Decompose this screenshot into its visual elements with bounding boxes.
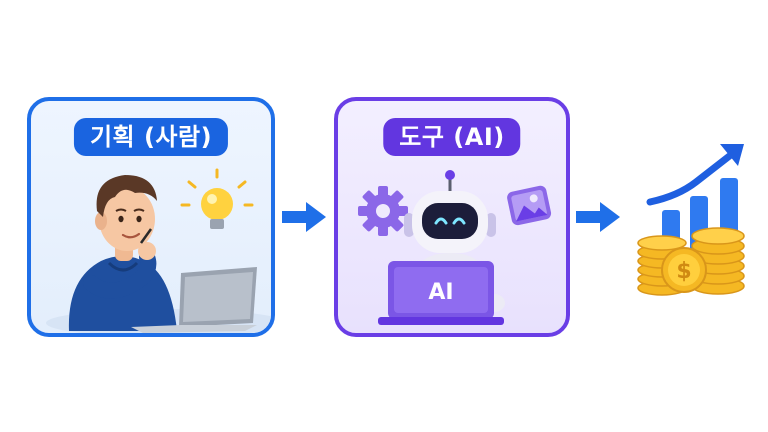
plan-panel-title: 기획 (사람) [73,118,229,156]
laptop-icon [131,267,257,333]
image-icon [507,185,552,226]
person-icon [46,168,271,333]
plan-panel: 기획 (사람) [27,97,275,337]
gear-icon [358,186,408,236]
lightbulb-icon [180,168,254,229]
arrow-right-icon [282,202,326,232]
tool-panel: AI 도구 (AI) [334,97,570,337]
growth-result: $ [637,144,745,296]
laptop-icon: AI [378,261,504,325]
coin-stack-icon: $ [637,227,745,296]
tool-panel-title: 도구 (AI) [383,118,521,156]
laptop-ai-label: AI [428,280,453,305]
coin-dollar-sign: $ [676,259,691,284]
trend-arrow-icon [646,144,744,206]
arrow-right-icon [576,202,620,232]
